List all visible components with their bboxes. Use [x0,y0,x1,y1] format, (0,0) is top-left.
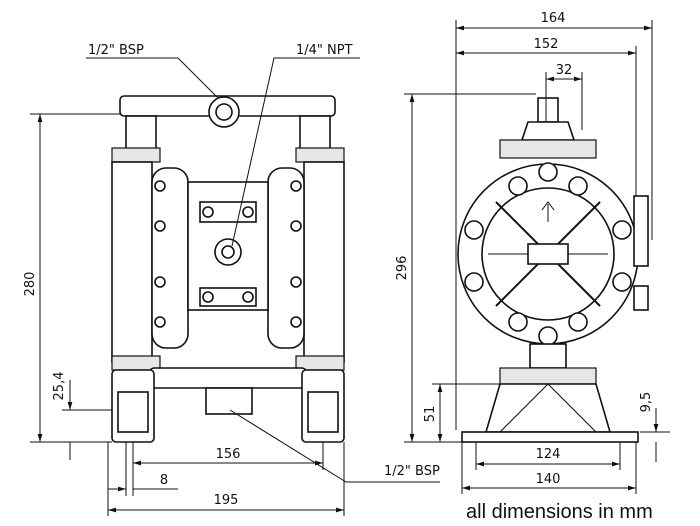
dim-124: 124 [536,447,561,462]
dim-32: 32 [556,63,573,78]
dim-8: 8 [160,473,168,488]
front-view [111,95,345,443]
dim-280: 280 [23,272,38,297]
dim-9-5: 9,5 [639,392,654,413]
label-bottom-port: 1/2" BSP [384,464,440,479]
footer-note: all dimensions in mm [466,501,653,523]
label-top-mid-port: 1/4" NPT [296,43,353,58]
front-dimensions [30,57,440,516]
disc-bolts [464,162,632,346]
dim-164: 164 [541,11,566,26]
dim-296: 296 [395,256,410,281]
label-top-left-port: 1/2" BSP [88,43,144,58]
dim-195: 195 [214,493,239,508]
dim-156: 156 [216,447,241,462]
side-dimensions [404,20,670,494]
housing-bolts [154,180,302,328]
dim-51: 51 [423,406,438,423]
dim-140: 140 [536,472,561,487]
side-view [457,97,649,443]
dim-25-4: 25,4 [52,372,67,401]
dim-152: 152 [534,37,559,52]
